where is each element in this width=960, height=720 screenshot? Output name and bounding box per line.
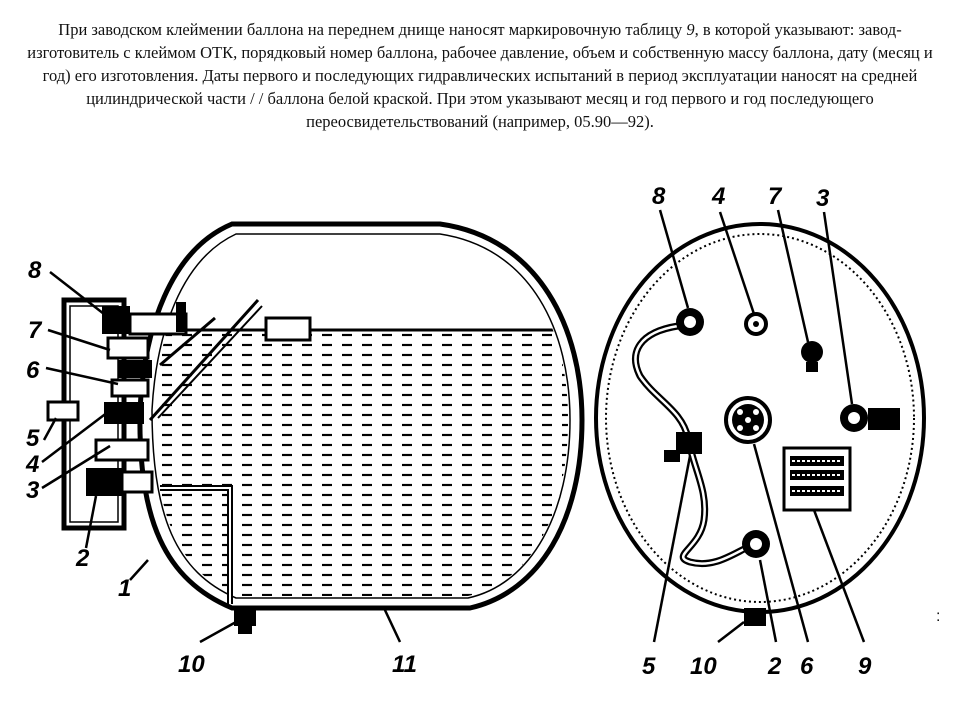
marking-plate-9 xyxy=(782,446,852,512)
label-8-side: 8 xyxy=(28,257,42,284)
label-11-side: 11 xyxy=(392,651,417,678)
label-3-side: 3 xyxy=(26,477,40,504)
label-10-side: 10 xyxy=(178,651,205,678)
label-5-front: 5 xyxy=(642,653,656,680)
label-2-front: 2 xyxy=(767,653,782,680)
label-6-side: 6 xyxy=(26,357,40,384)
drain-plug-side xyxy=(234,608,256,626)
caption-text: При заводском клеймении баллона на перед… xyxy=(14,18,946,133)
drain-plug-front xyxy=(744,608,766,626)
label-5-side: 5 xyxy=(26,425,40,452)
valve-8-front xyxy=(676,308,704,336)
caption-part-2: , в которой указывают: завод-изготовител… xyxy=(27,20,933,131)
label-3-front: 3 xyxy=(816,185,830,212)
item-7-front xyxy=(801,341,823,372)
label-7-front: 7 xyxy=(768,183,783,210)
label-6-front: 6 xyxy=(800,653,814,680)
tank-shell-inner xyxy=(151,233,571,599)
liquid-fill xyxy=(154,330,568,596)
item-2-front xyxy=(742,530,770,558)
label-9-front: 9 xyxy=(858,653,872,680)
label-7-side: 7 xyxy=(28,317,43,344)
label-2-side: 2 xyxy=(75,545,90,572)
side-view: 8 7 6 5 4 3 2 1 10 11 xyxy=(25,221,585,678)
label-4-side: 4 xyxy=(25,451,39,478)
label-1-side: 1 xyxy=(118,575,131,602)
valve-block xyxy=(46,297,188,531)
item-6-front xyxy=(724,396,772,444)
item-3-front xyxy=(840,404,900,432)
label-10-front: 10 xyxy=(690,653,717,680)
label-4-front: 4 xyxy=(711,183,725,210)
front-view: 8 4 7 3 5 10 2 6 9 xyxy=(594,183,926,680)
item-5-front xyxy=(664,432,702,462)
caption-plate-number: 9 xyxy=(686,20,695,39)
front-end-inner xyxy=(605,233,915,603)
stray-mark: : xyxy=(936,608,941,625)
label-8-front: 8 xyxy=(652,183,666,210)
level-float xyxy=(264,316,312,342)
caption-part-1: При заводском клеймении баллона на перед… xyxy=(58,20,683,39)
